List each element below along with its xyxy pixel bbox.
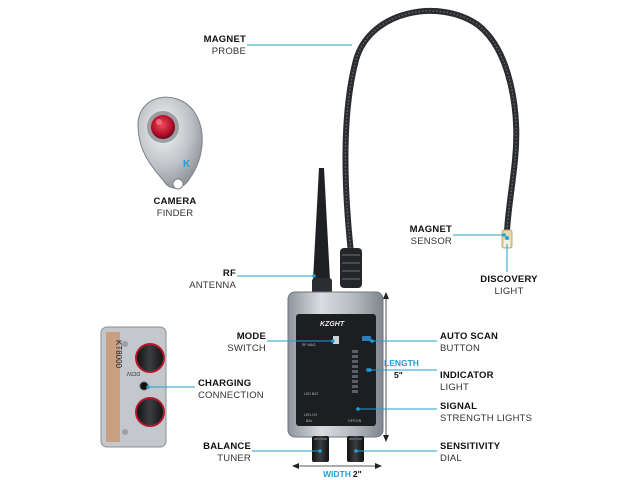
panel-text-off-on: OFF/ON: [348, 419, 362, 423]
control-panel: [296, 314, 376, 426]
signal-strength-lights: [352, 350, 358, 393]
label-discovery-light: DISCOVERY LIGHT: [480, 274, 538, 297]
model-label: KT8000: [114, 340, 123, 369]
label-sensitivity-dial: SENSITIVITY DIAL: [440, 441, 501, 464]
brand-logo: KZGHT: [320, 321, 345, 328]
rf-antenna: [313, 168, 330, 280]
label-charging-connection: CHARGING CONNECTION: [198, 378, 264, 401]
label-auto-scan: AUTO SCAN BUTTON: [440, 331, 499, 354]
device-side-view: KT8000 DC5V: [100, 326, 167, 448]
panel-text-led-ch: LED-CH: [304, 413, 318, 417]
label-signal-strength: SIGNAL STRENGTH LIGHTS: [440, 401, 533, 424]
label-balance-tuner: BALANCE TUNER: [203, 441, 251, 464]
label-camera-finder: CAMERA FINDER: [153, 196, 197, 219]
label-rf-antenna: RF ANTENNA: [189, 268, 236, 291]
width-dimension-line: [292, 463, 382, 469]
panel-text-led-bat: LED BAT: [304, 392, 319, 396]
label-magnet-probe: MAGNET PROBE: [203, 34, 246, 57]
gooseneck-probe: [342, 7, 520, 265]
label-magnet-sensor: MAGNET SENSOR: [409, 224, 452, 247]
length-dimension-line: [383, 292, 389, 442]
sensitivity-dial-knob[interactable]: [347, 436, 364, 462]
label-mode-switch: MODE SWITCH: [227, 331, 266, 354]
mode-switch[interactable]: [333, 336, 339, 344]
panel-text-bal: BAL: [306, 419, 313, 423]
callout-lines: [148, 44, 508, 452]
discovery-light-icon: [505, 236, 509, 240]
label-indicator-light: INDICATOR LIGHT: [440, 370, 494, 393]
length-value: 5": [394, 370, 403, 380]
k-logo-icon: K: [183, 159, 191, 170]
side-dc-label: DC5V: [126, 370, 140, 376]
callout-dots: [146, 233, 506, 453]
length-label: LENGTH: [384, 358, 419, 368]
camera-finder: K: [137, 96, 203, 190]
side-knob-bottom: [135, 397, 165, 427]
balance-tuner-knob[interactable]: [312, 436, 329, 462]
side-knob-top: [135, 343, 165, 373]
auto-scan-button[interactable]: [362, 336, 371, 341]
panel-text-rf-mag: RF MAG: [302, 343, 316, 347]
camera-lens: [151, 115, 175, 139]
